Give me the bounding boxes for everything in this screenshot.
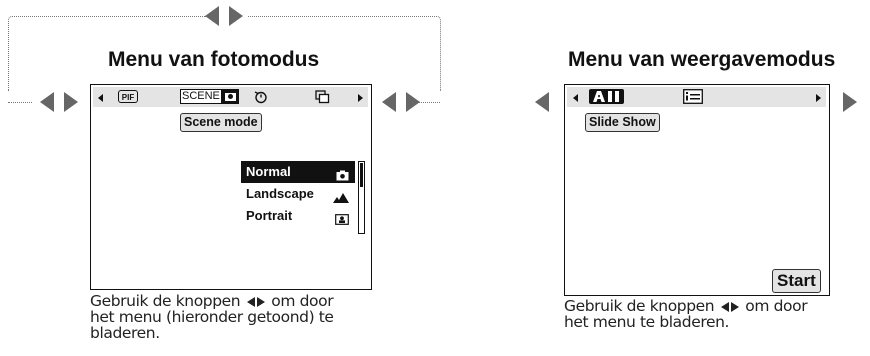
burst-mode-icon[interactable]: [315, 89, 330, 108]
submenu-item-label: Landscape: [246, 186, 314, 201]
caption-text: Gebruik de knoppen: [564, 297, 715, 315]
cycle-connector-top-right: [248, 16, 441, 91]
self-timer-icon[interactable]: [254, 89, 268, 108]
caption-left-arrow-icon: [720, 302, 729, 312]
portrait-icon: [335, 210, 349, 232]
caption-line: het menu te bladeren.: [564, 313, 730, 331]
top-left-arrow-icon[interactable]: [205, 6, 219, 26]
bar-right-icon[interactable]: [358, 94, 363, 102]
playback-left-arrow-icon[interactable]: [535, 92, 549, 112]
caption-text: om door: [271, 292, 334, 310]
mountain-icon: [333, 188, 349, 210]
cycle-connector-bottom-right: [414, 90, 440, 103]
photo-menu-title: Menu van fotomodus: [108, 48, 320, 71]
scene-mode-label: Scene mode: [180, 113, 262, 132]
photo-right-arrow-icon[interactable]: [64, 92, 78, 112]
playback-caption: Gebruik de knoppen om door het menu te b…: [564, 297, 808, 331]
submenu-scrollbar-thumb[interactable]: [360, 163, 363, 187]
caption-text: Gebruik de knoppen: [90, 292, 241, 310]
caption-line: bladeren.: [90, 324, 160, 342]
scene-mode-submenu: Normal Landscape Portrait: [241, 161, 369, 236]
submenu-item-landscape[interactable]: Landscape: [241, 183, 355, 205]
playback-right-arrow-icon[interactable]: [843, 92, 857, 112]
bar-left-icon[interactable]: [98, 94, 103, 102]
scene-label: SCENE: [180, 89, 222, 104]
bar-left-icon[interactable]: [573, 94, 578, 102]
pif-icon[interactable]: PIF: [118, 90, 138, 103]
info-list-icon[interactable]: [683, 89, 703, 108]
playback-menu-screen: Slide Show Start: [564, 84, 830, 296]
caption-text: om door: [745, 297, 808, 315]
submenu-item-label: Portrait: [246, 208, 293, 223]
bar-right-icon[interactable]: [816, 94, 821, 102]
caption-left-arrow-icon: [246, 297, 255, 307]
camera-icon: [336, 166, 349, 188]
photo-left-arrow-icon-2[interactable]: [382, 92, 396, 112]
cycle-connector-bottom-left: [8, 90, 32, 103]
photo-menu-screen: PIF SCENE Scene mode Normal Landscape Po…: [90, 84, 372, 290]
photo-caption: Gebruik de knoppen om door het menu (hie…: [90, 293, 334, 341]
submenu-item-normal[interactable]: Normal: [241, 161, 355, 183]
photo-left-arrow-icon[interactable]: [40, 92, 54, 112]
submenu-item-label: Normal: [246, 164, 291, 179]
all-icon[interactable]: [589, 89, 624, 104]
start-button[interactable]: Start: [772, 269, 821, 293]
slide-show-label: Slide Show: [585, 113, 660, 132]
submenu-item-portrait[interactable]: Portrait: [241, 205, 355, 227]
caption-line: het menu (hieronder getoond) te: [90, 308, 334, 326]
top-right-arrow-icon[interactable]: [229, 6, 243, 26]
cycle-connector-top-left: [8, 16, 206, 91]
scene-tab[interactable]: SCENE: [180, 89, 239, 104]
submenu-scrollbar[interactable]: [358, 161, 365, 234]
caption-right-arrow-icon: [256, 297, 265, 307]
scene-camera-icon: [221, 89, 239, 104]
photo-right-arrow-icon-2[interactable]: [406, 92, 420, 112]
playback-menu-title: Menu van weergavemodus: [568, 48, 836, 71]
caption-right-arrow-icon: [730, 302, 739, 312]
